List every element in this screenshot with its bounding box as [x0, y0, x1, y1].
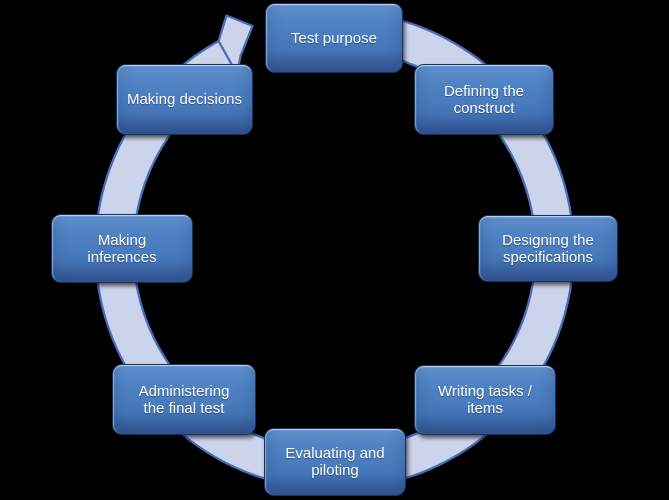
node-writing-tasks-items[interactable]: Writing tasks / items	[414, 365, 556, 435]
node-making-inferences-label: Making inferences	[87, 231, 157, 266]
cycle-arrow-band	[94, 9, 575, 491]
node-defining-the-construct-label: Defining the construct	[443, 82, 525, 117]
node-defining-the-construct[interactable]: Defining the construct	[414, 64, 554, 135]
node-making-decisions-label: Making decisions	[126, 91, 243, 108]
node-administering-the-final-test-label: Administering the final test	[138, 382, 230, 417]
node-test-purpose[interactable]: Test purpose	[265, 3, 403, 73]
node-test-purpose-label: Test purpose	[291, 29, 377, 47]
node-evaluating-and-piloting-label: Evaluating and piloting	[285, 445, 385, 479]
node-administering-the-final-test[interactable]: Administering the final test	[112, 364, 256, 435]
node-writing-tasks-items-label: Writing tasks / items	[438, 383, 532, 417]
node-making-inferences[interactable]: Making inferences	[51, 214, 193, 283]
node-designing-the-specifications[interactable]: Designing the specifications	[478, 215, 618, 282]
node-making-decisions[interactable]: Making decisions	[116, 64, 253, 135]
node-evaluating-and-piloting[interactable]: Evaluating and piloting	[264, 428, 406, 496]
node-designing-the-specifications-label: Designing the specifications	[502, 231, 594, 266]
